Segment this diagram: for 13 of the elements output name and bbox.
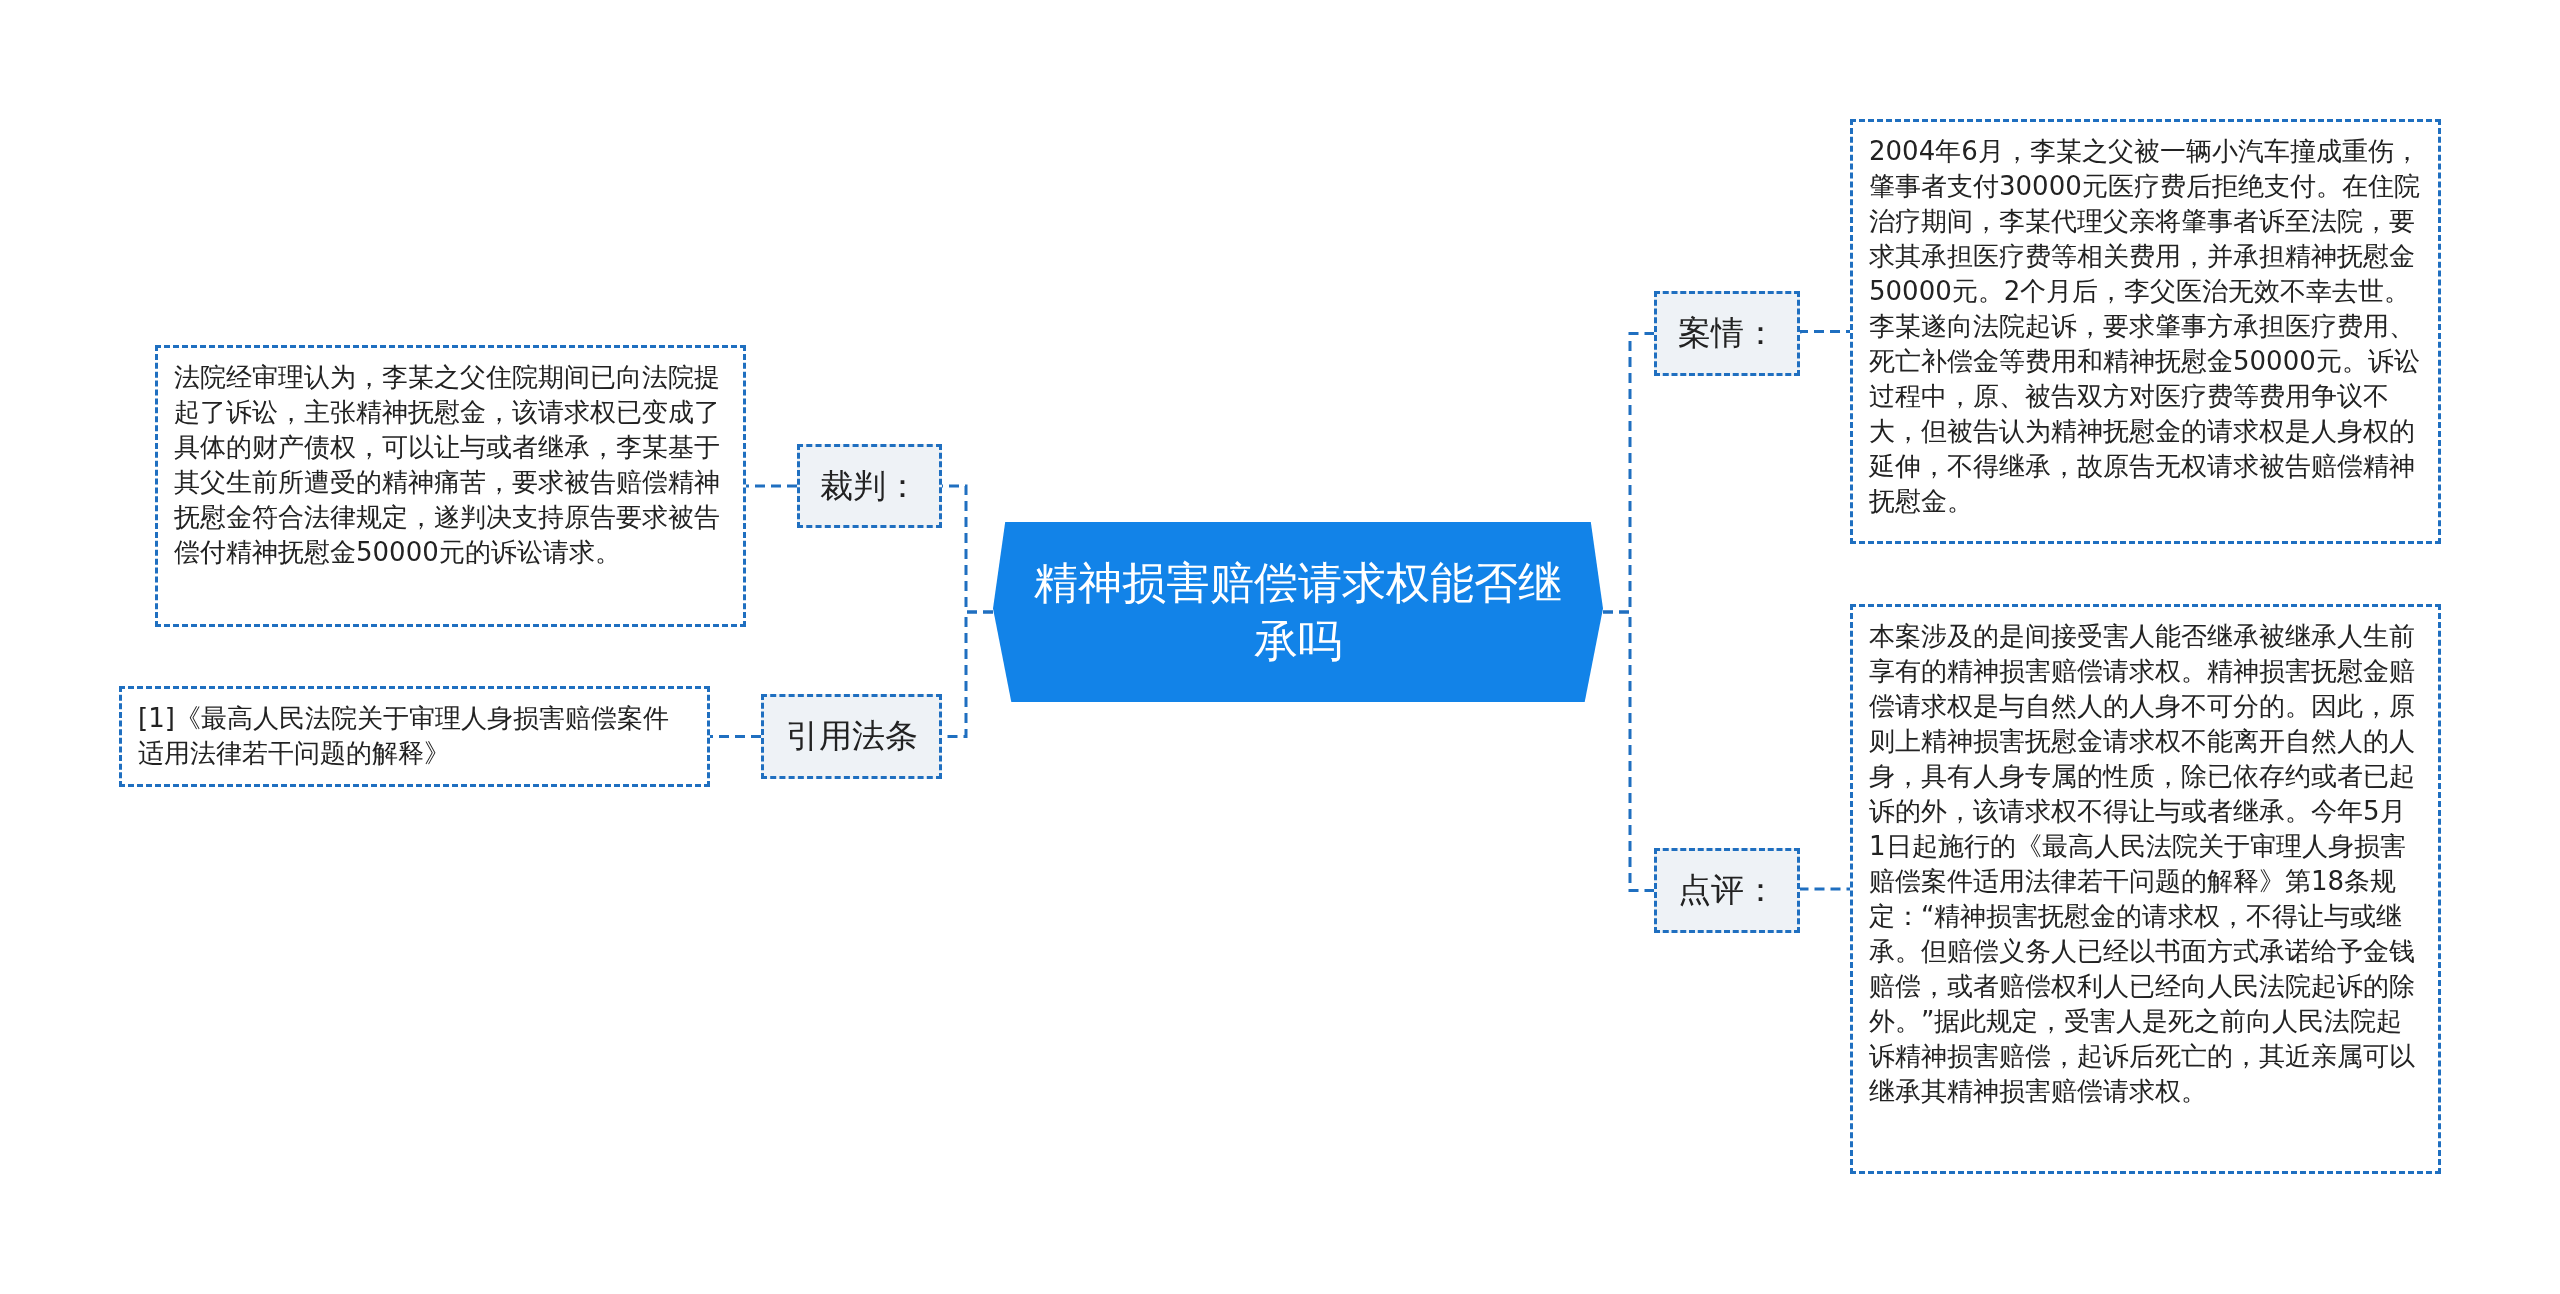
text-box: 2004年6月，李某之父被一辆小汽车撞成重伤，肇事者支付30000元医疗费后拒绝支付。在住院治疗期间，李某代理父亲将肇事者诉至法院，要求其承担医疗费等相关费用，并承担精神抚慰金50000元。2个月后，李父医治无效不幸去世。李某遂向法院起诉，要求肇事方承担医疗费用、死亡补偿金等费用和精神抚慰金50000元。诉讼过程中，原、被告双方对医疗费等费用争议不大，但被告认为精神抚慰金的请求权是人身权的延伸，不得继承，故原告无权请求被告赔偿精神抚慰金。 (1850, 119, 2441, 544)
connector-line (710, 735, 763, 738)
text-box: 本案涉及的是间接受害人能否继承被继承人生前享有的精神损害赔偿请求权。精神损害抚慰金赔偿请求权是与自然人的人身不可分的。因此，原则上精神损害抚慰金请求权不能离开自然人的人身，具有人身专属的性质，除已依存约或者已起诉的外，该请求权不得让与或者继承。今年5月1日起施行的《最高人民法院关于审理人身损害赔偿案件适用法律若干问题的解释》第18条规定：“精神损害抚慰金的请求权，不得让与或继承。但赔偿义务人已经以书面方式承诺给予金钱赔偿，或者赔偿权利人已经向人民法院起诉的除外。”据此规定，受害人是死之前向人民法院起诉精神损害赔偿，起诉后死亡的，其近亲属可以继承其精神损害赔偿请求权。 (1850, 604, 2441, 1174)
connector-line (1603, 610, 1654, 892)
branch-box: 引用法条 (761, 694, 942, 779)
branch-box: 裁判： (797, 444, 942, 528)
connector-line (746, 484, 799, 488)
text-box: 法院经审理认为，李某之父住院期间已向法院提起了诉讼，主张精神抚慰金，该请求权已变成了具体的财产债权，可以让与或者继承，李某基于其父生前所遭受的精神痛苦，要求被告赔偿精神抚慰金符合法律规定，遂判决支持原告要求被告偿付精神抚慰金50000元的诉讼请求。 (155, 345, 746, 627)
branch-box: 点评： (1654, 848, 1800, 933)
branch-box: 案情： (1654, 291, 1800, 376)
text-box: [1]《最高人民法院关于审理人身损害赔偿案件适用法律若干问题的解释》 (119, 686, 710, 787)
connector-line (1798, 887, 1850, 892)
connector-line (1798, 330, 1850, 335)
